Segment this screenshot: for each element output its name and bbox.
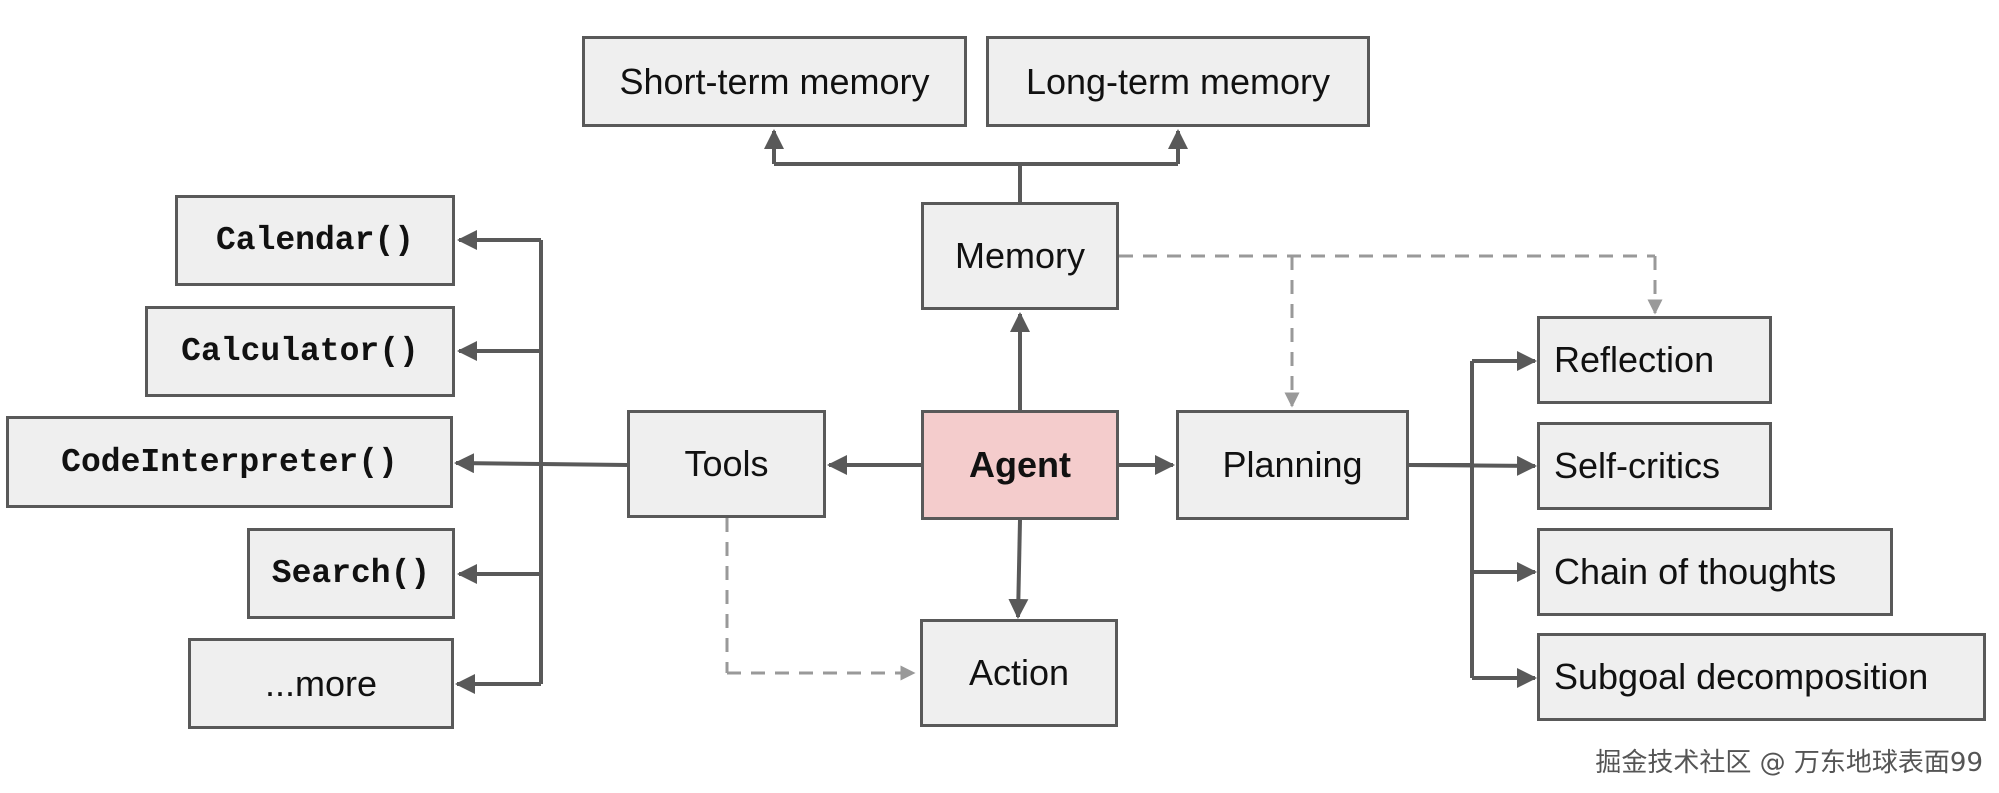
chain-of-thoughts-label: Chain of thoughts [1554,551,1837,592]
action-node: Action [920,619,1118,727]
short-term-memory-node: Short-term memory [582,36,967,127]
tools-label: Tools [684,443,769,484]
watermark: 掘金技术社区 @ 万东地球表面99 [1595,748,1983,778]
tools-to-tool-list-connector [454,230,628,694]
agent-label: Agent [969,444,1071,485]
reflection-label: Reflection [1554,339,1715,380]
planning-node: Planning [1176,410,1409,520]
calendar-tool-label: Calendar() [215,222,415,259]
memory-to-memory-types-connector [764,129,1188,202]
calculator-tool-label: Calculator() [181,333,419,370]
more-tools-label: ...more [264,662,378,704]
self-critics-label: Self-critics [1554,445,1721,486]
planning-to-methods-connector [1408,351,1537,688]
more-tools-node: ...more [188,638,454,729]
agent-to-action-arrow [1008,519,1029,619]
code-interpreter-tool-label: CodeInterpreter() [61,443,398,481]
code-interpreter-tool-node: CodeInterpreter() [6,416,453,508]
subgoal-decomposition-label: Subgoal decomposition [1554,656,1929,697]
chain-of-thoughts-node: Chain of thoughts [1537,528,1893,616]
calculator-tool-node: Calculator() [145,306,455,397]
long-term-memory-label: Long-term memory [1025,60,1331,102]
calendar-tool-node: Calendar() [175,195,455,286]
long-term-memory-node: Long-term memory [986,36,1370,127]
search-tool-node: Search() [247,528,455,619]
reflection-node: Reflection [1537,316,1772,404]
memory-label: Memory [954,235,1085,276]
memory-dashed-connector [1119,254,1663,408]
memory-node: Memory [921,202,1119,310]
action-label: Action [968,652,1070,693]
short-term-memory-label: Short-term memory [619,60,930,102]
planning-label: Planning [1222,444,1363,485]
search-tool-label: Search() [271,555,431,592]
tools-node: Tools [627,410,826,518]
tools-to-action-dashed-connector [725,518,916,681]
agent-node: Agent [921,410,1119,520]
self-critics-node: Self-critics [1537,422,1772,510]
subgoal-decomposition-node: Subgoal decomposition [1537,633,1986,721]
